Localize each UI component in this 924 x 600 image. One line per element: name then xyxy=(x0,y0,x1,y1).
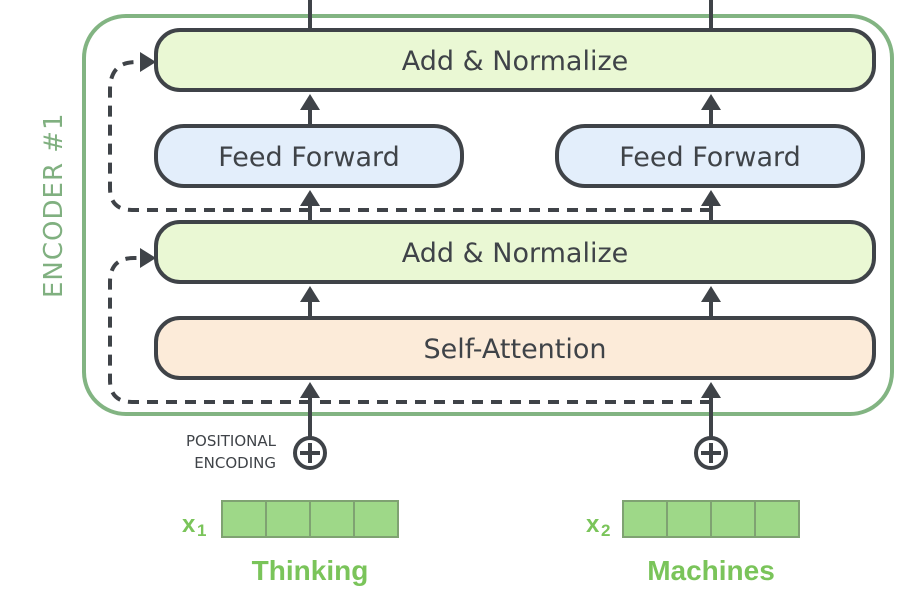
input-x1-symbol: x xyxy=(182,511,196,538)
solid-arrows xyxy=(300,94,721,438)
input-x2-label: x 2 xyxy=(586,511,610,540)
encoder-label: ENCODER #1 xyxy=(39,112,69,298)
arrowhead-addnorm-to-ff-left xyxy=(300,190,320,206)
arrowhead-input-left-to-sa xyxy=(300,382,320,398)
residual-lower-arrowhead xyxy=(140,248,156,268)
plus-circle-left xyxy=(293,436,327,470)
feed-forward-left-block: Feed Forward xyxy=(154,124,464,188)
feed-forward-right-block: Feed Forward xyxy=(555,124,865,188)
input-x1-label: x 1 xyxy=(182,511,206,540)
input-x2-subscript: 2 xyxy=(601,521,610,540)
positional-encoding-line1: POSITIONAL xyxy=(186,432,277,450)
arrowhead-sa-to-addnorm-left xyxy=(300,286,320,302)
positional-encoding-line2: ENCODING xyxy=(194,454,276,472)
self-attention-block: Self-Attention xyxy=(154,316,876,380)
self-attention-label: Self-Attention xyxy=(423,334,606,365)
arrowhead-input-right-to-sa xyxy=(701,382,721,398)
residual-upper-left xyxy=(108,60,310,212)
residual-upper-arrowhead xyxy=(140,52,156,72)
add-normalize-bottom-label: Add & Normalize xyxy=(402,238,628,269)
embedding-vector-x1 xyxy=(221,500,399,538)
input-x1-subscript: 1 xyxy=(197,521,206,540)
arrowhead-ff-left-to-addnorm xyxy=(300,94,320,110)
embedding-vector-x2 xyxy=(622,500,800,538)
input-word-machines: Machines xyxy=(647,555,775,586)
arrowhead-ff-right-to-addnorm xyxy=(701,94,721,110)
input-x2-symbol: x xyxy=(586,511,600,538)
arrowhead-addnorm-to-ff-right xyxy=(701,190,721,206)
input-word-thinking: Thinking xyxy=(252,555,369,586)
plus-circle-right xyxy=(694,436,728,470)
feed-forward-right-label: Feed Forward xyxy=(619,142,801,173)
encoder-container xyxy=(82,14,894,416)
add-normalize-top-block: Add & Normalize xyxy=(154,28,876,92)
add-normalize-bottom-block: Add & Normalize xyxy=(154,220,876,284)
arrowhead-sa-to-addnorm-right xyxy=(701,286,721,302)
feed-forward-left-label: Feed Forward xyxy=(218,142,400,173)
add-normalize-top-label: Add & Normalize xyxy=(402,46,628,77)
residual-arrowheads xyxy=(140,52,156,268)
residual-connections xyxy=(108,60,711,404)
